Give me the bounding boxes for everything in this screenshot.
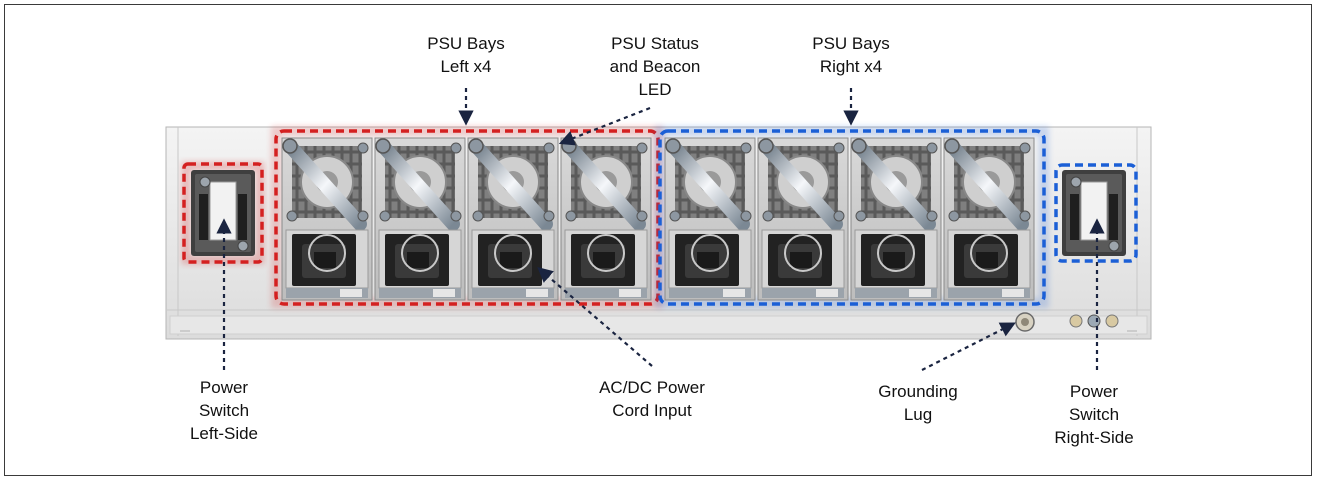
psu-bay-6[interactable] xyxy=(758,138,848,300)
power-switch-right[interactable] xyxy=(1054,163,1138,263)
psu-bay-3[interactable] xyxy=(468,138,558,300)
callout-ac-dc-input: AC/DC Power Cord Input xyxy=(599,378,705,420)
power-switch-left[interactable] xyxy=(181,161,265,265)
psu-bay-7[interactable] xyxy=(851,138,941,300)
callout-psu-bays-right: PSU Bays Right x4 xyxy=(812,34,890,76)
psu-bay-1[interactable] xyxy=(282,138,372,300)
leader-psu-led xyxy=(558,106,651,146)
psu-bay-5[interactable] xyxy=(665,138,755,300)
psu-bay-4[interactable] xyxy=(561,138,651,300)
psu-bay-8[interactable] xyxy=(944,138,1034,300)
leader-lines xyxy=(216,88,1105,371)
callout-grounding-lug: Grounding Lug xyxy=(878,382,958,424)
callout-power-switch-left: Power Switch Left-Side xyxy=(189,378,259,443)
callout-psu-status-led: PSU Status and Beacon LED xyxy=(609,34,701,99)
rear-screws xyxy=(1069,314,1119,328)
psu-bay-2[interactable] xyxy=(375,138,465,300)
psu-bays-right xyxy=(655,126,1049,308)
diagram-frame xyxy=(4,4,1312,476)
callout-psu-bays-left: PSU Bays Left x4 xyxy=(427,34,505,76)
grounding-lug[interactable] xyxy=(1015,312,1035,332)
leader-ground xyxy=(921,322,1016,371)
callout-power-switch-right: Power Switch Right-Side xyxy=(1054,382,1134,447)
